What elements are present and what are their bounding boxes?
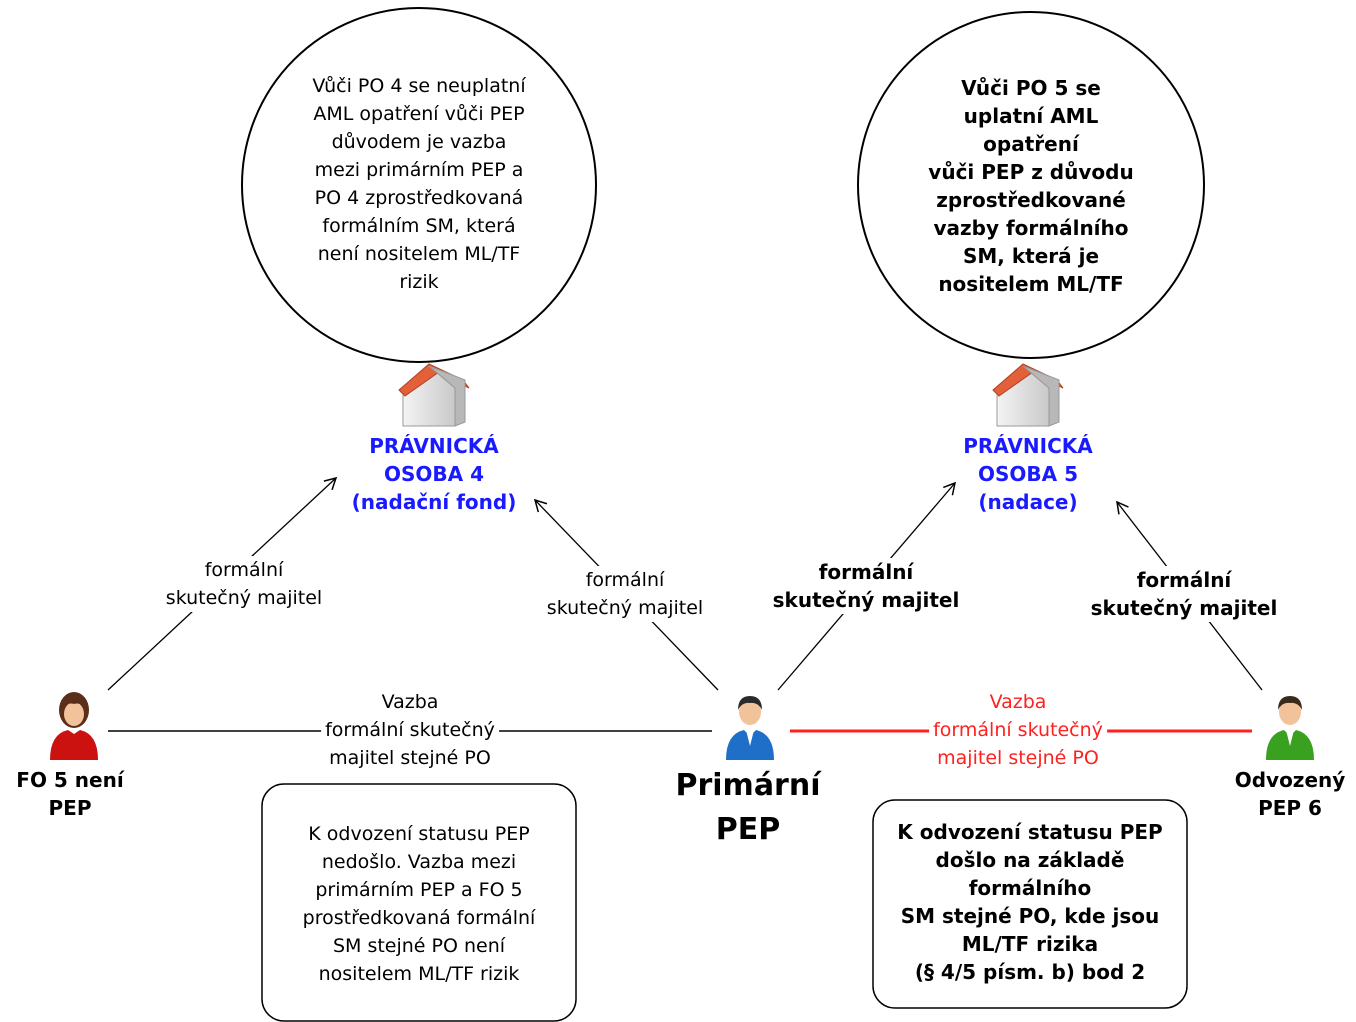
- note-circle-right: [857, 11, 1205, 359]
- text-line: došlo na základě: [935, 848, 1125, 872]
- text-line: PO 4 zprostředkovaná: [314, 187, 524, 209]
- text-line: (nadace): [978, 490, 1078, 514]
- house-icon: [992, 363, 1064, 427]
- text-line: formální: [585, 569, 665, 591]
- text-line: důvodem je vazba: [331, 131, 507, 153]
- text-line: formální: [818, 560, 914, 584]
- text-line: zprostředkované: [936, 188, 1126, 212]
- text-line: PEP: [48, 796, 92, 820]
- text-line: OSOBA 5: [977, 462, 1078, 486]
- note-box-left: [261, 783, 577, 1022]
- note-circle-left: [241, 7, 597, 363]
- text-line: formální skutečný: [325, 719, 495, 741]
- text-line: opatření: [983, 132, 1079, 156]
- person-male-blue-icon: [726, 696, 774, 760]
- text-line: OSOBA 4: [383, 462, 484, 486]
- text-line: skutečný majitel: [1090, 596, 1278, 620]
- text-line: SM, která je: [962, 244, 1100, 268]
- text-line: Vůči PO 4 se neuplatní: [312, 75, 526, 97]
- text-line: PEP: [715, 812, 781, 847]
- person-label-fo5: FO 5 není PEP: [16, 766, 123, 822]
- house-icon: [398, 363, 470, 427]
- text-line: primárním PEP a FO 5: [315, 879, 523, 901]
- note-box-right-text: K odvození statusu PEP došlo na základě …: [897, 818, 1162, 986]
- text-line: (nadační fond): [351, 490, 517, 514]
- text-line: K odvození statusu PEP: [897, 820, 1163, 844]
- text-line: formálním SM, která: [322, 215, 516, 237]
- entity-label-po5: PRÁVNICKÁ OSOBA 5 (nadace): [963, 432, 1093, 516]
- text-line: skutečný majitel: [165, 587, 323, 609]
- text-line: nositelem ML/TF rizik: [318, 963, 520, 985]
- text-line: AML opatření vůči PEP: [313, 103, 525, 125]
- text-line: nositelem ML/TF: [938, 272, 1124, 296]
- text-line: Vazba: [989, 691, 1047, 713]
- text-line: Odvozený: [1234, 768, 1346, 792]
- edge-label-pep-po5: formální skutečný majitel: [772, 558, 960, 614]
- text-line: prostředkovaná formální: [302, 907, 536, 929]
- circle-left-text: Vůči PO 4 se neuplatní AML opatření vůči…: [312, 72, 525, 296]
- text-line: PRÁVNICKÁ: [963, 434, 1093, 458]
- text-line: uplatní AML: [963, 104, 1099, 128]
- text-line: formální: [1136, 568, 1232, 592]
- text-line: majitel stejné PO: [937, 747, 1099, 769]
- text-line: Vůči PO 5 se: [961, 76, 1101, 100]
- text-line: majitel stejné PO: [329, 747, 491, 769]
- person-female-red-icon: [50, 692, 98, 760]
- text-line: SM stejné PO, kde jsou: [900, 904, 1160, 928]
- text-line: není nositelem ML/TF: [317, 243, 521, 265]
- link-label-right: Vazba formální skutečný majitel stejné P…: [929, 688, 1107, 772]
- text-line: vůči PEP z důvodu: [928, 160, 1134, 184]
- link-label-left: Vazba formální skutečný majitel stejné P…: [321, 688, 499, 772]
- text-line: SM stejné PO není: [332, 935, 506, 957]
- text-line: formálního: [968, 876, 1092, 900]
- note-box-right: [872, 799, 1188, 1009]
- text-line: PEP 6: [1258, 796, 1322, 820]
- text-line: formální skutečný: [933, 719, 1103, 741]
- person-label-primary: Primární PEP: [675, 764, 820, 852]
- text-line: mezi primárním PEP a: [314, 159, 524, 181]
- text-line: formální: [204, 559, 284, 581]
- text-line: vazby formálního: [933, 216, 1129, 240]
- text-line: PRÁVNICKÁ: [369, 434, 499, 458]
- edge-label-pep-po4: formální skutečný majitel: [546, 566, 704, 622]
- text-line: Primární: [675, 768, 821, 803]
- entity-label-po4: PRÁVNICKÁ OSOBA 4 (nadační fond): [352, 432, 517, 516]
- edge-label-pep6-po5: formální skutečný majitel: [1090, 566, 1278, 622]
- text-line: FO 5 není: [16, 768, 124, 792]
- person-label-pep6: Odvozený PEP 6: [1235, 766, 1346, 822]
- text-line: Vazba: [381, 691, 439, 713]
- text-line: K odvození statusu PEP: [308, 823, 530, 845]
- note-box-left-text: K odvození statusu PEP nedošlo. Vazba me…: [303, 820, 536, 988]
- text-line: nedošlo. Vazba mezi: [321, 851, 517, 873]
- text-line: ML/TF rizika: [961, 932, 1099, 956]
- text-line: rizik: [399, 271, 439, 293]
- text-line: (§ 4/5 písm. b) bod 2: [914, 960, 1146, 984]
- text-line: skutečný majitel: [546, 597, 704, 619]
- circle-right-text: Vůči PO 5 se uplatní AML opatření vůči P…: [928, 74, 1133, 298]
- text-line: skutečný majitel: [772, 588, 960, 612]
- edge-label-fo5-po4: formální skutečný majitel: [165, 556, 323, 612]
- person-male-green-icon: [1266, 696, 1314, 760]
